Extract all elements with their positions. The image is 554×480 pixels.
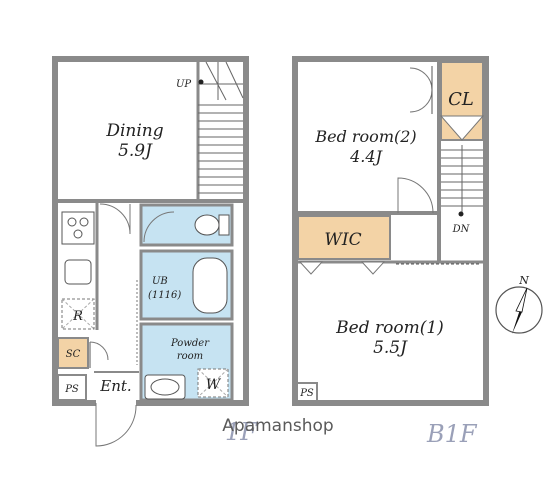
toilet-tank bbox=[218, 214, 230, 236]
stair-down-marker bbox=[458, 211, 464, 217]
floor-label-b1f: B1F bbox=[426, 420, 478, 448]
entrance-door-swing bbox=[95, 403, 137, 447]
bedroom2-name: Bed room(2) bbox=[314, 127, 416, 146]
bedroom1-name: Bed room(1) bbox=[335, 318, 444, 338]
compass: N bbox=[495, 274, 543, 334]
stair-1f bbox=[198, 61, 244, 194]
entrance-label: Ent. bbox=[99, 377, 131, 395]
storage-label: SC bbox=[66, 349, 81, 360]
compass-north-label: N bbox=[518, 274, 529, 287]
watermark-logo: Apamanshop bbox=[222, 416, 333, 436]
kitchen-sink bbox=[64, 259, 92, 285]
stair-b1f bbox=[441, 145, 483, 213]
stair-down-label: DN bbox=[452, 224, 471, 235]
fridge-space bbox=[61, 298, 95, 330]
burner-icon bbox=[67, 217, 77, 227]
floor-1f: Dining 5.9J UP UB (1116) Powder room W R… bbox=[52, 56, 249, 447]
pipe-space-b1f bbox=[296, 382, 318, 402]
storage-closet bbox=[57, 337, 89, 369]
burner-icon bbox=[73, 229, 83, 239]
ub-size: (1116) bbox=[148, 290, 181, 301]
powder-line2: room bbox=[177, 351, 203, 362]
closet-door bbox=[439, 115, 485, 141]
bedroom2-door-swing bbox=[397, 177, 434, 214]
burner-icon bbox=[79, 217, 89, 227]
pipe-space-label-b1f: PS bbox=[299, 388, 314, 399]
bedroom1-size: 5.5J bbox=[373, 338, 408, 358]
closet-label: CL bbox=[448, 89, 474, 110]
bathtub bbox=[192, 257, 228, 314]
washer-label: W bbox=[206, 377, 222, 393]
floor-label-1f: 1F bbox=[225, 418, 258, 446]
stair-up-label: UP bbox=[176, 79, 191, 90]
dining-name: Dining bbox=[105, 121, 163, 141]
wash-basin bbox=[150, 378, 180, 396]
powder-line1: Powder bbox=[170, 338, 210, 349]
dining-size: 5.9J bbox=[118, 141, 153, 161]
pipe-space-1f bbox=[57, 374, 87, 401]
pipe-space-label-1f: PS bbox=[64, 384, 79, 395]
bedroom2-size: 4.4J bbox=[349, 147, 383, 166]
stair-up-marker bbox=[198, 79, 204, 85]
wic-label: WIC bbox=[324, 230, 361, 250]
toilet-bowl bbox=[194, 214, 220, 236]
floor-b1f: Bed room(2) 4.4J CL WIC DN Bed room(1) 5… bbox=[292, 56, 489, 406]
walk-in-closet bbox=[297, 215, 391, 260]
ub-name: UB bbox=[152, 276, 168, 287]
fridge-label: R bbox=[72, 309, 83, 324]
cooktop bbox=[61, 211, 95, 245]
